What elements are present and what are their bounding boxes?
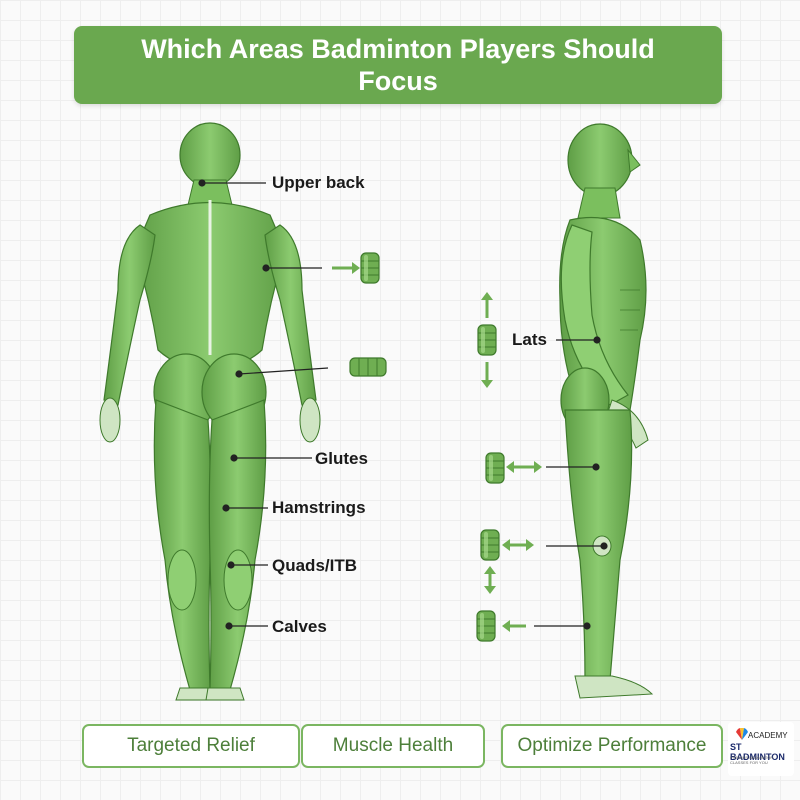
logo-brand-text: ST BADMINTON <box>730 742 785 762</box>
foam-roller-icon <box>360 252 380 284</box>
foam-roller-icon <box>476 610 496 642</box>
benefit-label: Muscle Health <box>332 735 454 756</box>
foam-roller-icon <box>485 452 505 484</box>
benefit-pill-targeted-relief: Targeted Relief <box>82 724 300 768</box>
arrow-left-right-icon <box>506 461 542 473</box>
label-upper-back: Upper back <box>272 173 365 192</box>
arrow-right-icon <box>332 262 360 274</box>
title-banner: Which Areas Badminton Players Should Foc… <box>74 26 722 104</box>
foam-roller-icon <box>477 324 497 356</box>
back-view-figure <box>99 122 321 701</box>
arrow-left-icon <box>502 620 526 632</box>
label-hamstrings: Hamstrings <box>272 498 366 517</box>
back-view-leaders <box>198 179 329 630</box>
logo-fan-icon <box>736 728 748 740</box>
side-view-leaders <box>534 336 608 630</box>
logo-academy-text: ACADEMY <box>748 731 788 740</box>
page-title: Which Areas Badminton Players Should Foc… <box>141 34 655 96</box>
foam-roller-icon <box>349 357 387 377</box>
foam-roller-icon <box>480 529 500 561</box>
arrow-up-down-icon <box>484 566 496 594</box>
benefit-label: Targeted Relief <box>127 735 255 756</box>
benefit-label: Optimize Performance <box>517 735 707 756</box>
arrow-up-down-icon <box>481 292 493 388</box>
label-calves: Calves <box>272 617 327 636</box>
arrow-left-right-icon <box>502 539 534 551</box>
benefit-pill-muscle-health: Muscle Health <box>301 724 485 768</box>
brand-logo: ACADEMY ST BADMINTON PREMIER BADMINTON C… <box>728 722 794 776</box>
label-lats: Lats <box>512 330 547 349</box>
label-glutes: Glutes <box>315 449 368 468</box>
label-quads-itb: Quads/ITB <box>272 556 358 575</box>
benefit-pill-optimize-performance: Optimize Performance <box>501 724 723 768</box>
side-view-figure <box>559 123 654 699</box>
logo-tagline: PREMIER BADMINTON CLASSES FOR YOU <box>730 755 774 765</box>
